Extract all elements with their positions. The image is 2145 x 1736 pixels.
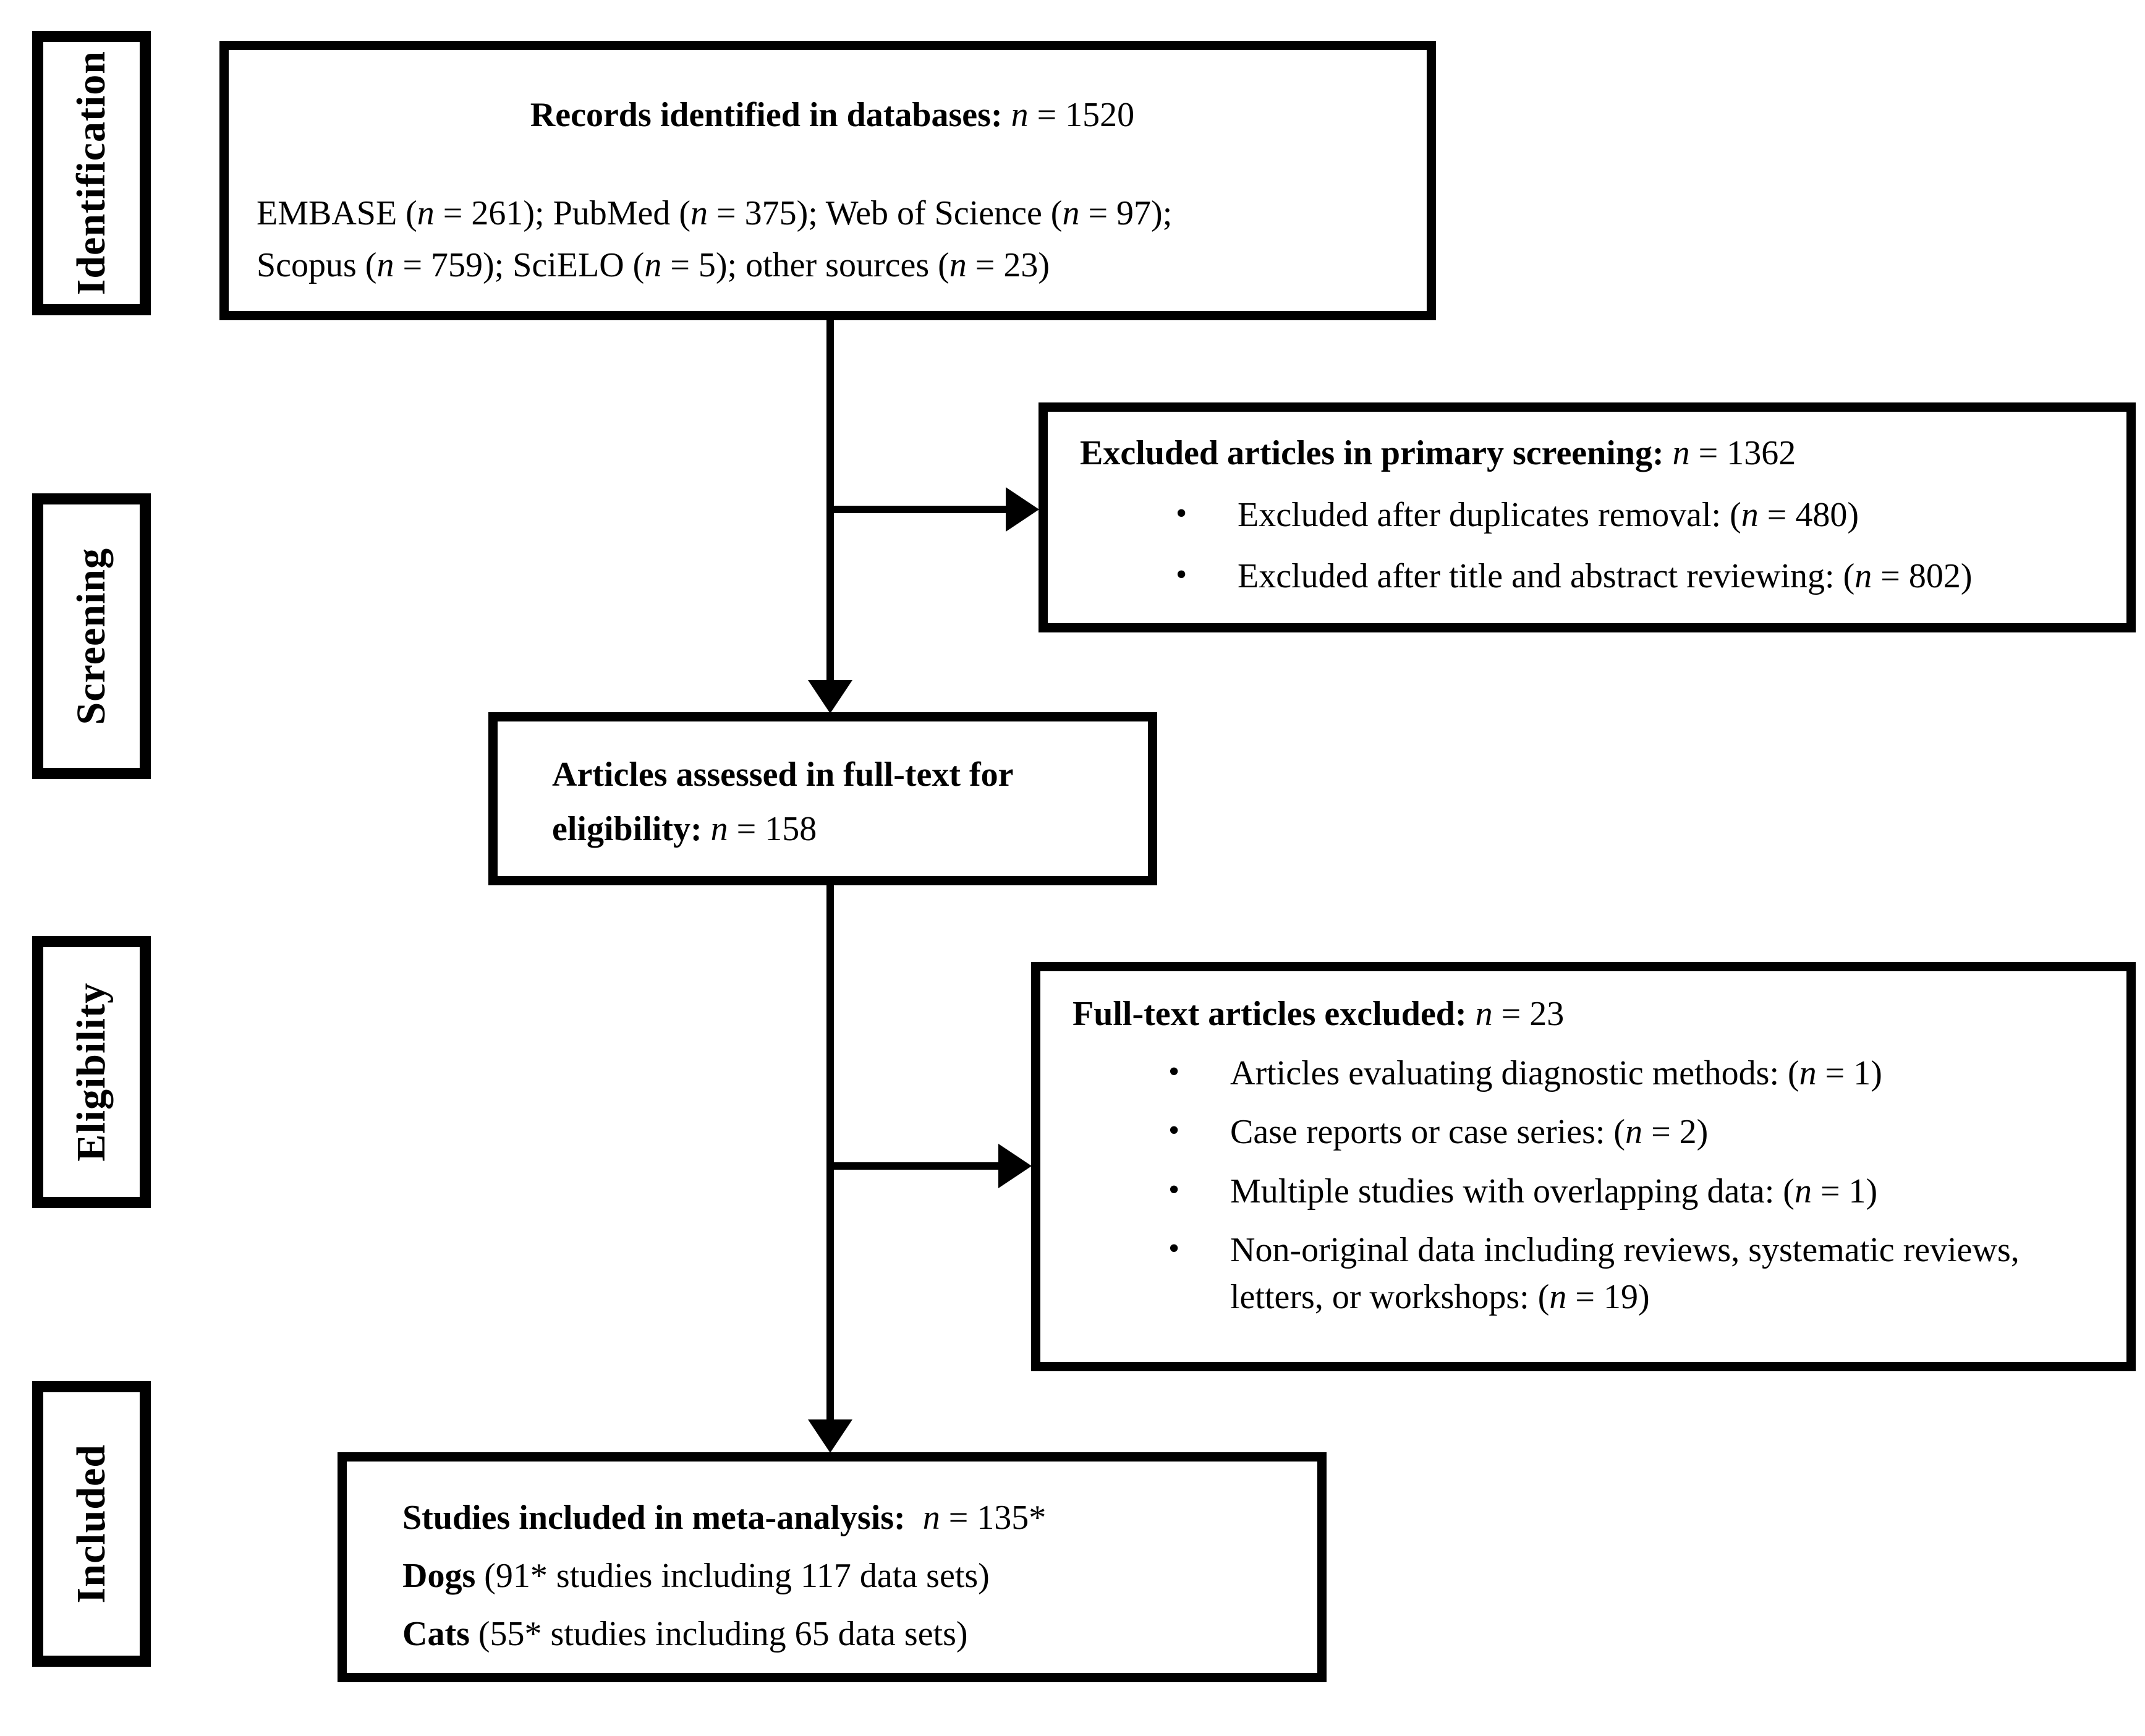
stage-box-screening: Screening bbox=[32, 493, 151, 779]
fulltext-excluded-title: Full-text articles excluded: n = 23 bbox=[1072, 995, 1565, 1033]
included-dogs-line: Dogs (91* studies including 117 data set… bbox=[402, 1557, 990, 1595]
fulltext-excluded-bullet-3: • Multiple studies with overlapping data… bbox=[1072, 1168, 2113, 1215]
bullet-icon: • bbox=[1168, 1172, 1180, 1207]
stage-label-screening: Screening bbox=[69, 547, 114, 725]
arrowhead-down-icon bbox=[808, 1419, 852, 1453]
connector-assessed-to-included bbox=[826, 885, 834, 1421]
assessed-line-2: eligibility: n = 158 bbox=[552, 810, 817, 848]
arrowhead-right-icon bbox=[998, 1144, 1032, 1188]
included-title-line: Studies included in meta-analysis: n = 1… bbox=[402, 1499, 1047, 1537]
fulltext-excluded-bullet-4-text: Non-original data including reviews, sys… bbox=[1230, 1231, 2028, 1316]
records-sources-line-1: EMBASE (n = 261); PubMed (n = 375); Web … bbox=[257, 194, 1173, 232]
fulltext-excluded-bullet-3-text: Multiple studies with overlapping data: … bbox=[1230, 1172, 1878, 1211]
bullet-icon: • bbox=[1176, 557, 1187, 593]
fulltext-excluded-bullet-2: • Case reports or case series: (n = 2) bbox=[1072, 1109, 2113, 1156]
bullet-icon: • bbox=[1168, 1053, 1180, 1089]
excluded-primary-bullet-1: • Excluded after duplicates removal: (n … bbox=[1080, 492, 2114, 539]
excluded-primary-screening-box: Excluded articles in primary screening: … bbox=[1039, 402, 2136, 632]
fulltext-excluded-box: Full-text articles excluded: n = 23 • Ar… bbox=[1031, 962, 2136, 1371]
arrowhead-down-icon bbox=[808, 680, 852, 713]
fulltext-excluded-bullet-4: • Non-original data including reviews, s… bbox=[1072, 1227, 2113, 1321]
stage-label-included: Included bbox=[69, 1444, 114, 1604]
assessed-line-1: Articles assessed in full-text for bbox=[552, 755, 1014, 794]
arrowhead-right-icon bbox=[1006, 487, 1039, 532]
connector-records-to-assessed bbox=[826, 319, 834, 683]
excluded-primary-bullet-2: • Excluded after title and abstract revi… bbox=[1080, 553, 2114, 600]
records-sources-line-2: Scopus (n = 759); SciELO (n = 5); other … bbox=[257, 245, 1050, 284]
records-identified-box: Records identified in databases: n = 152… bbox=[219, 41, 1436, 320]
connector-branch-to-fulltext-excluded bbox=[830, 1162, 1001, 1170]
bullet-icon: • bbox=[1168, 1231, 1180, 1267]
stage-label-identification: Identification bbox=[69, 51, 114, 296]
studies-included-box: Studies included in meta-analysis: n = 1… bbox=[338, 1452, 1327, 1682]
records-identified-title: Records identified in databases: n = 152… bbox=[530, 96, 1135, 134]
stage-box-included: Included bbox=[32, 1381, 151, 1667]
excluded-primary-bullet-1-text: Excluded after duplicates removal: (n = … bbox=[1238, 495, 1859, 534]
assessed-fulltext-box: Articles assessed in full-text for eligi… bbox=[488, 712, 1157, 885]
bullet-icon: • bbox=[1176, 495, 1187, 531]
fulltext-excluded-bullet-1: • Articles evaluating diagnostic methods… bbox=[1072, 1050, 2113, 1097]
fulltext-excluded-bullet-2-text: Case reports or case series: (n = 2) bbox=[1230, 1113, 1709, 1152]
stage-label-eligibility: Eligibility bbox=[69, 982, 114, 1162]
stage-box-eligibility: Eligibility bbox=[32, 936, 151, 1208]
excluded-primary-bullet-2-text: Excluded after title and abstract review… bbox=[1238, 557, 1973, 596]
stage-box-identification: Identification bbox=[32, 31, 151, 315]
excluded-primary-title: Excluded articles in primary screening: … bbox=[1080, 434, 1796, 472]
connector-branch-to-excluded-primary bbox=[830, 506, 1008, 513]
fulltext-excluded-bullet-1-text: Articles evaluating diagnostic methods: … bbox=[1230, 1053, 1882, 1092]
included-cats-line: Cats (55* studies including 65 data sets… bbox=[402, 1615, 968, 1653]
bullet-icon: • bbox=[1168, 1113, 1180, 1149]
